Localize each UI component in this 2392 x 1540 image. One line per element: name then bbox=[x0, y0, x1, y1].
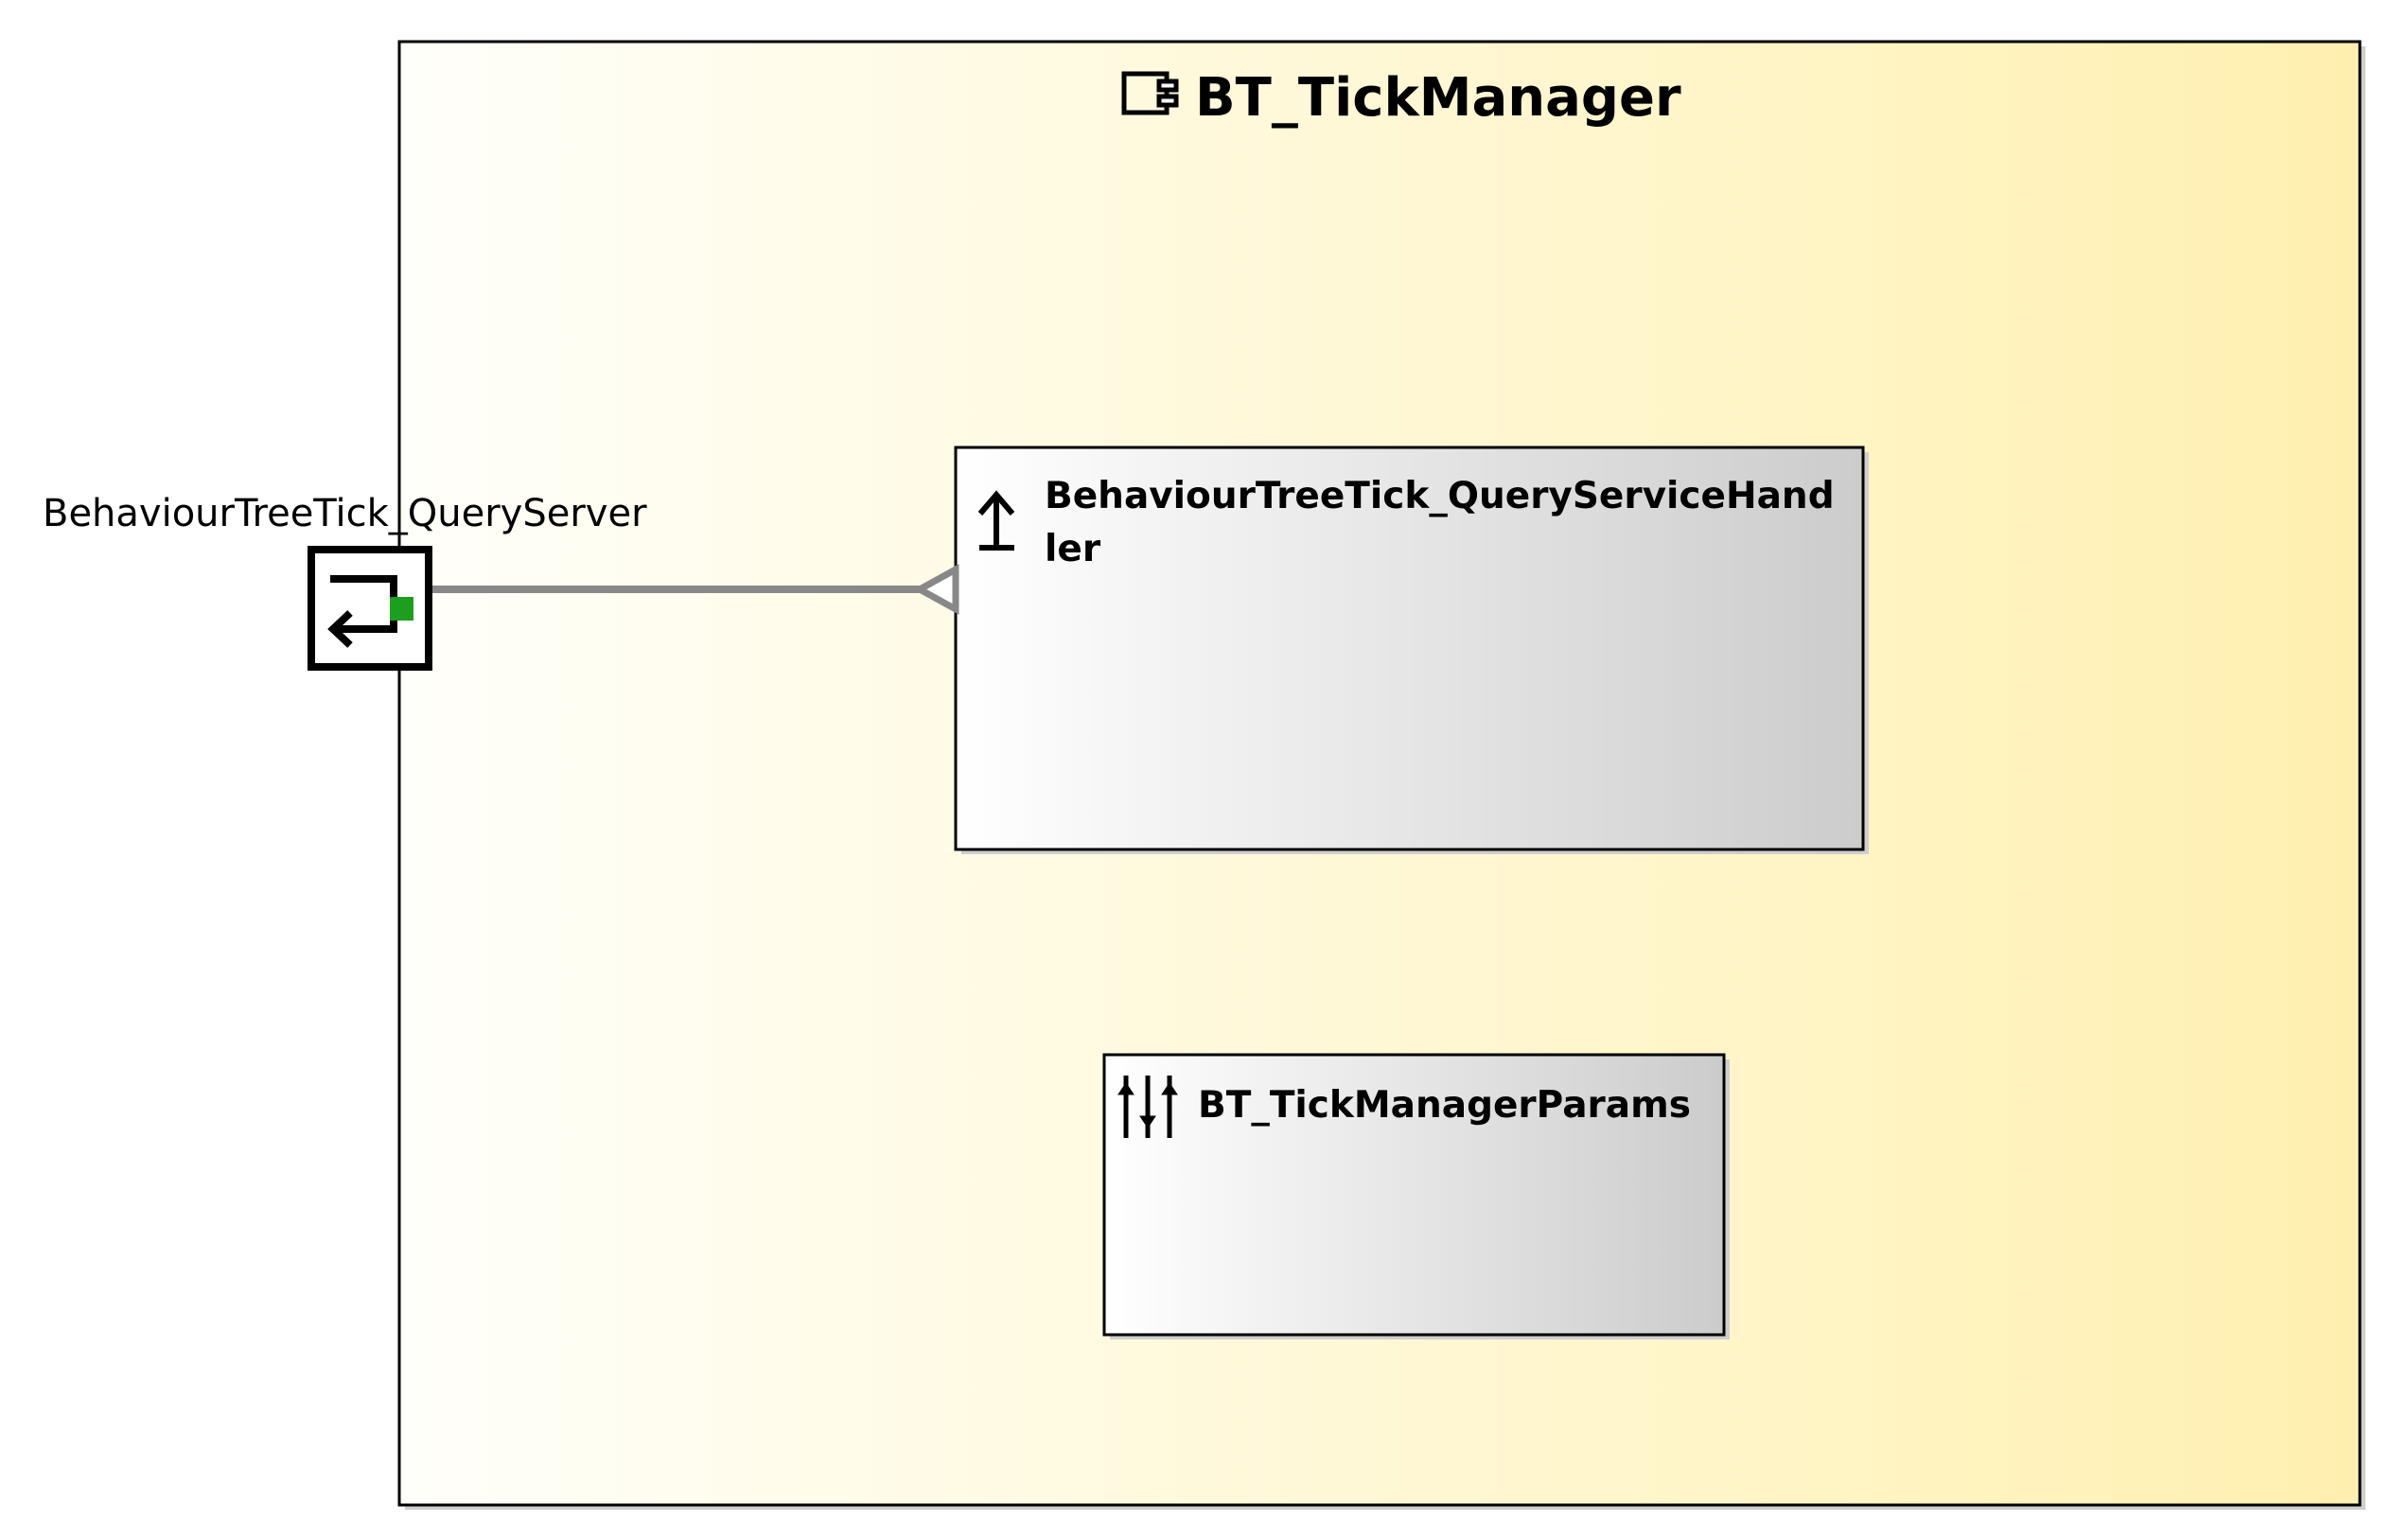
part-title-line1: BehaviourTreeTick_QueryServiceHand bbox=[1045, 475, 1835, 517]
query-server-port-icon bbox=[327, 575, 413, 648]
component-title: BT_TickManager bbox=[1195, 67, 1681, 129]
part-tickmanager-params[interactable]: BT_TickManagerParams bbox=[1102, 1053, 1730, 1339]
part-title: BT_TickManagerParams bbox=[1198, 1084, 1691, 1127]
connector-line[interactable] bbox=[431, 564, 959, 615]
query-server-port[interactable] bbox=[308, 546, 432, 671]
port-label: BehaviourTreeTick_QueryServer bbox=[43, 492, 647, 535]
connector-arrowhead bbox=[912, 564, 959, 615]
port-frame bbox=[308, 546, 432, 671]
part-frame bbox=[954, 446, 1865, 851]
port-status-indicator bbox=[390, 597, 413, 621]
part-query-service-handler[interactable]: BehaviourTreeTick_QueryServiceHand ler bbox=[954, 446, 1869, 854]
upward-arrow-icon bbox=[977, 490, 1015, 551]
part-frame bbox=[1102, 1053, 1726, 1337]
component-icon bbox=[1121, 71, 1179, 115]
sliders-icon bbox=[1117, 1076, 1178, 1138]
part-title-line2: ler bbox=[1045, 528, 1101, 570]
